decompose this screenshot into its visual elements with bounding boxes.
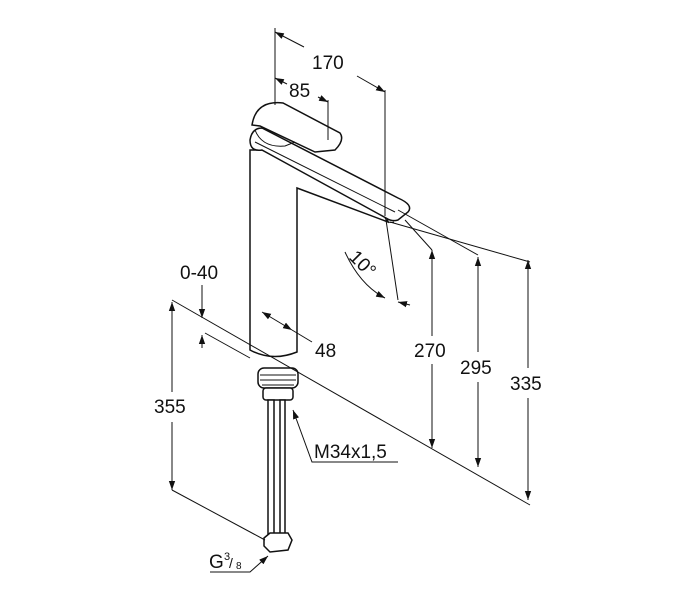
- connection-label: G 3 / 8: [209, 551, 242, 573]
- extension-lines: [171, 28, 531, 541]
- connection-numerator: 3: [224, 551, 230, 563]
- supply-hoses: [263, 399, 293, 553]
- dim-0-40-label: 0-40: [180, 263, 218, 284]
- thread-label: M34x1,5: [314, 442, 387, 463]
- connection-g: G: [209, 552, 224, 573]
- dim-355-label: 355: [154, 397, 186, 418]
- dim-170-label: 170: [312, 53, 344, 74]
- faucet-handle: [251, 101, 343, 153]
- dimension-lines: [172, 31, 528, 573]
- connection-denominator: 8: [236, 561, 242, 572]
- mounting-base: [257, 367, 299, 401]
- faucet-body: [249, 127, 411, 358]
- dim-angle-label: 10°: [344, 247, 379, 282]
- dim-270-label: 270: [414, 341, 446, 362]
- svg-text:/: /: [229, 555, 233, 571]
- dim-335-label: 335: [510, 374, 542, 395]
- dim-295-label: 295: [460, 358, 492, 379]
- dim-85-label: 85: [289, 81, 310, 102]
- dim-48-label: 48: [315, 341, 336, 362]
- hose-nut: [263, 532, 293, 553]
